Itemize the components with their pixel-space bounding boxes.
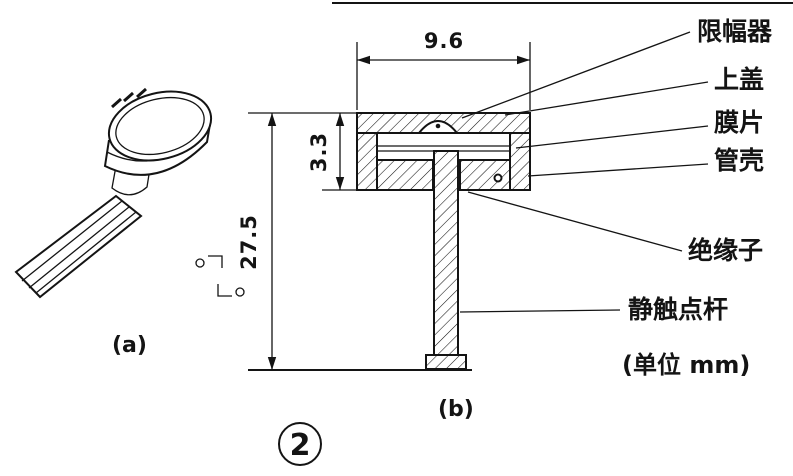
cap-flange: [111, 165, 151, 196]
rod-foot: [425, 354, 467, 370]
label-insulator: 绝缘子: [688, 236, 763, 265]
contact-arm-bottom: [217, 284, 232, 297]
isometric-view: [14, 87, 213, 299]
cap-shading: [111, 87, 147, 109]
figure-number-circle: [278, 422, 322, 466]
leader-lines: [459, 31, 709, 313]
leader-diaphragm: [515, 125, 709, 149]
view-b-caption: (b): [438, 397, 474, 422]
leader-static-contact-rod: [459, 309, 621, 313]
figure-number-badge: 2: [278, 422, 322, 466]
dim-cap-height-value: 3.3: [307, 132, 331, 172]
contact-arm-top: [208, 255, 223, 268]
dimension-cap-height: 3.3: [248, 112, 357, 191]
label-limiter: 限幅器: [697, 17, 773, 46]
shell-left-wall: [356, 132, 378, 191]
shell-left-shelf: [376, 159, 434, 191]
cap-top-face: [107, 90, 213, 162]
view-a-caption: (a): [112, 333, 147, 358]
static-contact-rod-shape: [433, 150, 459, 356]
dim-total-height-value: 27.5: [237, 214, 261, 270]
label-diaphragm: 膜片: [714, 108, 764, 137]
stem-stripes: [21, 200, 137, 294]
dome-center-dot: [435, 123, 441, 129]
unit-note: (单位 mm): [622, 351, 750, 379]
cap-inner-rim: [115, 96, 205, 156]
stem: [14, 194, 143, 299]
cross-section-view: [248, 112, 531, 371]
label-tube-shell: 管壳: [714, 146, 764, 175]
leader-limiter: [461, 31, 691, 119]
leader-insulator: [467, 191, 683, 252]
shell-right-shelf: [459, 159, 511, 191]
contact-symbol: [195, 255, 245, 297]
label-top-cover: 上盖: [714, 65, 764, 94]
insulator-hole: [493, 173, 503, 183]
label-static-contact-rod: 静触点杆: [628, 295, 728, 324]
figure-number: 2: [290, 428, 311, 463]
contact-terminal-bottom: [235, 287, 245, 297]
contact-terminal-top: [195, 258, 205, 268]
leader-top-cover: [504, 81, 709, 116]
dimension-top-width: 9.6: [356, 29, 531, 110]
dim-top-width-value: 9.6: [424, 29, 464, 53]
dimension-total-height: 27.5: [237, 113, 277, 370]
shell-right-wall: [509, 132, 531, 191]
leader-tube-shell: [527, 163, 709, 177]
